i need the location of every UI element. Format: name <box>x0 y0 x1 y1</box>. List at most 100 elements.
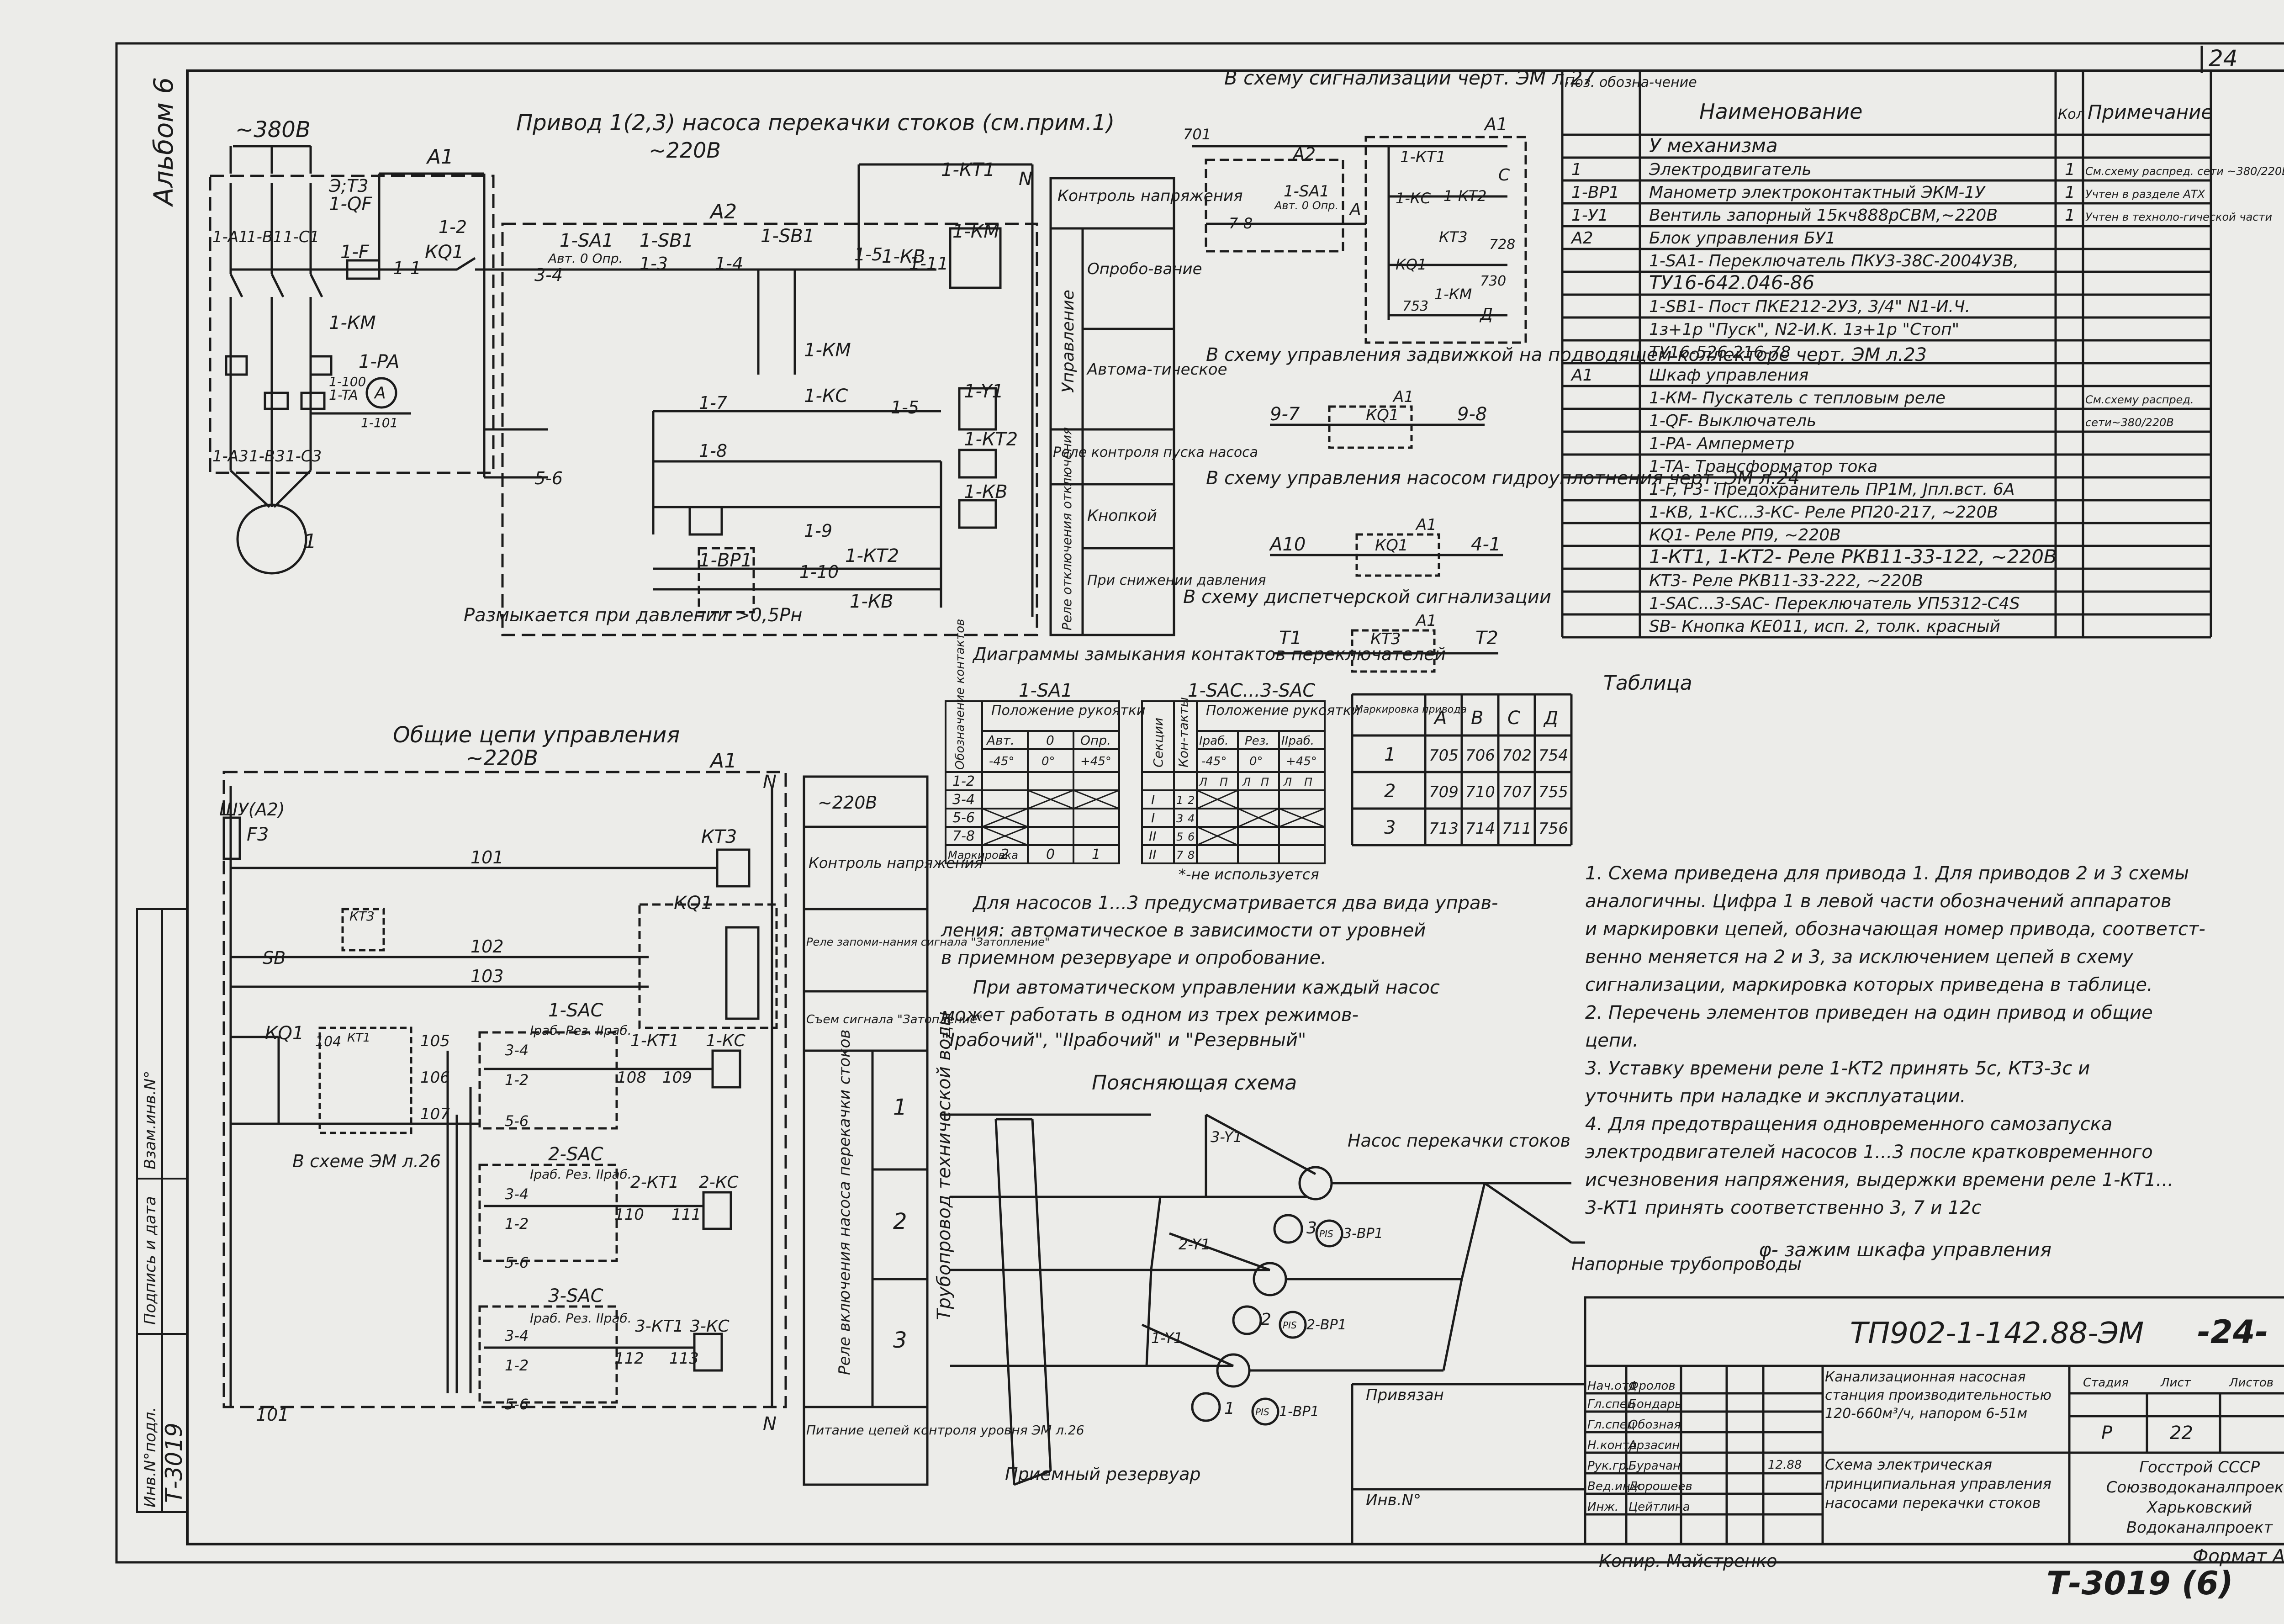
breaker-code: Э;Т3 <box>328 176 369 196</box>
explanatory-title: Поясняющая схема <box>1092 1071 1297 1095</box>
sac-angle-3: +45° <box>1286 755 1317 768</box>
manifold-text: В схему управления задвижкой на подводящ… <box>1206 344 1927 365</box>
ammeter-symbol-A: A <box>374 384 386 402</box>
doc-object-box: Канализационная насосная станция произво… <box>1825 1369 2051 1422</box>
wire-1-7: 1-7 <box>699 393 727 413</box>
relay-3-kc: 3-КС <box>690 1317 730 1336</box>
gauge-3: 3-ВР1 <box>1343 1226 1383 1242</box>
sa1-row-5: Маркировка <box>948 849 1018 862</box>
mark-head-3: C <box>1507 708 1520 729</box>
alarm-circuit <box>1192 136 1527 344</box>
seal-a1: A1 <box>1415 516 1437 534</box>
sac-contact-3: 3 <box>1176 812 1183 825</box>
tb-name: Дорошеев <box>1628 1480 1692 1493</box>
valve-2: 2-Y1 <box>1179 1236 1210 1253</box>
stage-value: Р <box>2101 1423 2113 1444</box>
sa1-closure-marks <box>982 789 1120 846</box>
right-note-line: уточнить при наладке и эксплуатации. <box>1585 1086 1966 1107</box>
sb1-label-2: 1-SB1 <box>761 226 814 247</box>
dispatch-t2: T2 <box>1475 628 1498 649</box>
relay-2-kc: 2-КС <box>699 1173 739 1192</box>
spec-row-name: 1-SA1- Переключатель ПКУ3-38С-2004У3В, <box>1649 252 2019 270</box>
spec-row-note: Учтен в техноло-гической части <box>2085 211 2272 223</box>
spec-row-name: 1-PA- Амперметр <box>1649 434 1794 453</box>
doc-object: Канализационная насосная станция произво… <box>1825 1369 2051 1422</box>
right-note-line: цепи. <box>1585 1030 1639 1051</box>
sac1-label: 1-SAC <box>548 1000 603 1021</box>
alarm-d: Д <box>1479 305 1493 324</box>
sa1-row-1: 1-2 <box>952 773 975 789</box>
tb-role: Гл.спец <box>1587 1397 1635 1411</box>
sac1-branch-2: 1-2 <box>505 1071 529 1089</box>
terminal-1b3: 1-B3 <box>249 447 285 466</box>
sb1-label: 1-SB1 <box>640 230 693 251</box>
wire-106: 106 <box>420 1069 450 1087</box>
pump-label: Насос перекачки стоков <box>1348 1131 1570 1151</box>
valve-1: 1-Y1 <box>1151 1329 1183 1347</box>
motor-number: 1 <box>304 530 317 553</box>
right-note-line: сигнализации, маркировка которых приведе… <box>1585 974 2153 995</box>
common-col-voltage: ~220В <box>818 793 877 813</box>
fn-group-off: Реле отключения отключения <box>1059 427 1074 630</box>
right-note-line: и маркировки цепей, обозначающая номер п… <box>1585 919 2205 940</box>
spec-row-name: 1-SAC...3-SAC- Переключатель УП5312-С4S <box>1649 594 2020 613</box>
alarm-kt2: 1-КТ2 <box>1443 187 1487 205</box>
title-block-people: Нач.отдФроловГл.спецБондарьГл.спецОбозна… <box>1587 1379 1692 1514</box>
spec-row-pos: A2 <box>1570 229 1593 248</box>
spec-head-name: Наименование <box>1699 99 1862 124</box>
terminal-1c1: 1-C1 <box>283 228 319 246</box>
spec-row-pos: 1-ВР1 <box>1571 183 1619 202</box>
breaker-label: 1-QF <box>329 194 372 215</box>
kt3-contact: КТ3 <box>349 909 375 924</box>
function-column <box>1049 177 1175 636</box>
tb-role: Инж. <box>1587 1500 1618 1514</box>
alarm-a: A <box>1349 200 1361 219</box>
fn-row-start-relay: Реле контроля пуска насоса <box>1053 444 1258 460</box>
contactor-label: 1-КМ <box>329 312 376 333</box>
spec-row-name: 1з+1р "Пуск", N2-И.К. 1з+1р "Стоп" <box>1649 320 1959 339</box>
spec-row-name: КQ1- Реле РП9, ~220В <box>1649 526 1841 545</box>
power-cabinet: A1 <box>426 145 454 169</box>
sa1-diagram-label: 1-SA1 <box>1019 680 1073 701</box>
spec-row-name: КТ3- Реле РКВ11-33-222, ~220В <box>1649 571 1923 590</box>
tb-name: Обозная <box>1628 1418 1681 1432</box>
mark-head-2: B <box>1471 708 1483 729</box>
common-col-flood: Съем сигнала "Затопление" <box>806 1013 983 1026</box>
gauge-2: 2-ВР1 <box>1306 1317 1347 1333</box>
mid-note-line: Для насосов 1...3 предусматривается два … <box>972 893 1498 914</box>
sac-section-2: I <box>1151 810 1155 825</box>
fn-group-control: Управление <box>1059 290 1078 393</box>
spec-row-name: 1-SB1- Пост ПКЕ212-2У3, 3/4" N1-И.Ч. <box>1649 297 1970 316</box>
dispatch-a1: A1 <box>1415 612 1437 630</box>
spec-row-name: 1-TA- Трансформатор тока <box>1649 457 1877 476</box>
kv-label: 1-КВ <box>882 246 925 267</box>
side-stamp-label-3: Взам.инв.N° <box>141 1071 159 1169</box>
manifold-9-8: 9-8 <box>1457 404 1487 425</box>
ct-label: 1-TA <box>329 387 358 403</box>
sac-head-work1: Iраб. <box>1199 734 1228 748</box>
sac-top-2: П <box>1220 776 1228 788</box>
alarm-701: 701 <box>1183 126 1211 143</box>
mark-cell: 713 <box>1429 820 1459 838</box>
wire-103: 103 <box>471 966 504 986</box>
marking-table-grid <box>1351 693 1573 846</box>
right-note-line: 4. Для предотвращения одновременного сам… <box>1585 1114 2112 1135</box>
alarm-sa1-pos: Авт. 0 Опр. <box>1274 199 1338 212</box>
pis-1: PIS <box>1255 1407 1269 1418</box>
spec-row-name: 1-КВ, 1-КС...3-КС- Реле РП20-217, ~220В <box>1649 503 1998 522</box>
power-voltage: ~220В <box>649 138 721 163</box>
spec-row-pos: A1 <box>1570 366 1593 385</box>
neutral-top: N <box>763 772 777 793</box>
spec-row-name: Электродвигатель <box>1649 160 1812 179</box>
mark-cell: 1 <box>1384 744 1396 765</box>
common-col-num-3: 3 <box>893 1328 907 1353</box>
fn-row-test: Опробо-вание <box>1087 260 1202 278</box>
sac3-branch-1: 3-4 <box>505 1327 529 1344</box>
mid-note-line: ления: автоматическое в зависимости от у… <box>941 920 1426 941</box>
middle-notes: Для насосов 1...3 предусматривается два … <box>941 893 1498 1051</box>
side-stamp <box>136 908 188 1513</box>
mark-cell: 755 <box>1539 783 1568 801</box>
sac2-positions: Iраб. Рез. IIраб. <box>530 1167 632 1182</box>
spec-row-name: Вентиль запорный 15кч888рСВМ,~220В <box>1649 206 1998 225</box>
